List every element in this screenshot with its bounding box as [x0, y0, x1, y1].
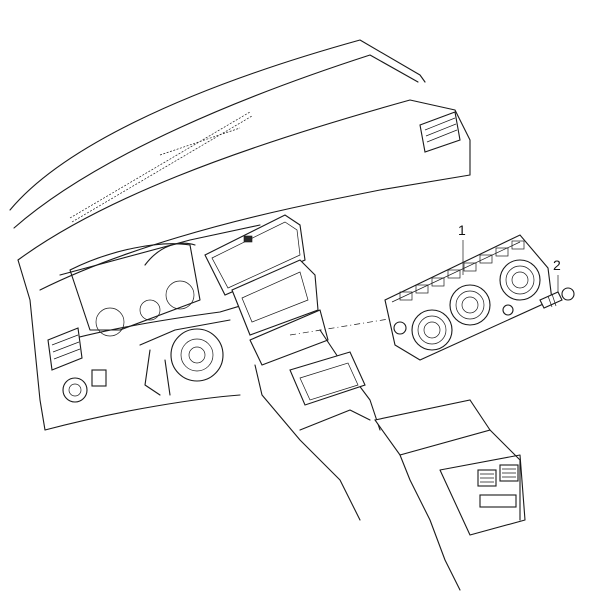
assembly-leader-line	[289, 317, 396, 336]
callout-2-label: 2	[553, 257, 561, 273]
center-console	[254, 329, 526, 591]
dashboard-top	[9, 39, 471, 261]
instrument-cluster	[69, 242, 201, 337]
dashboard-body	[17, 111, 471, 431]
fastener-screw	[539, 287, 575, 309]
center-stack	[204, 214, 329, 366]
callout-1-label: 1	[458, 222, 466, 238]
steering-column	[139, 319, 231, 396]
climate-control-unit	[384, 234, 553, 361]
